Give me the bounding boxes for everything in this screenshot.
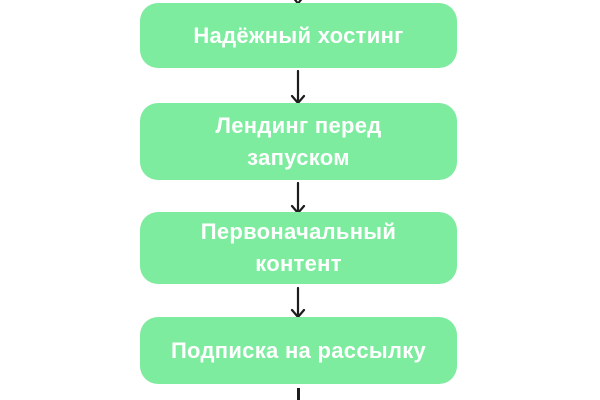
label-line: контент xyxy=(255,251,342,276)
flow-node-label: Надёжный хостинг xyxy=(140,20,457,52)
arrow-down-icon xyxy=(290,70,306,104)
flow-node-label: Первоначальный контент xyxy=(140,216,457,280)
arrow-down-icon xyxy=(290,182,306,214)
arrow-down-stem xyxy=(297,388,300,400)
label-line: запуском xyxy=(247,144,350,170)
label-line: Подписка на рассылку xyxy=(170,337,427,363)
flow-node-newsletter: Подписка на рассылку xyxy=(140,317,457,384)
label-line: Лендинг перед xyxy=(215,112,382,138)
label-line: Надёжный хостинг xyxy=(193,22,404,48)
flow-node-landing: Лендинг перед запуском xyxy=(140,103,457,180)
flow-node-content: Первоначальный контент xyxy=(140,212,457,284)
label-line: Первоначальный xyxy=(200,219,397,244)
flow-node-label: Лендинг перед запуском xyxy=(140,110,457,174)
flow-node-label: Подписка на рассылку xyxy=(140,335,457,367)
flow-node-hosting: Надёжный хостинг xyxy=(140,3,457,68)
arrow-down-icon xyxy=(290,287,306,318)
